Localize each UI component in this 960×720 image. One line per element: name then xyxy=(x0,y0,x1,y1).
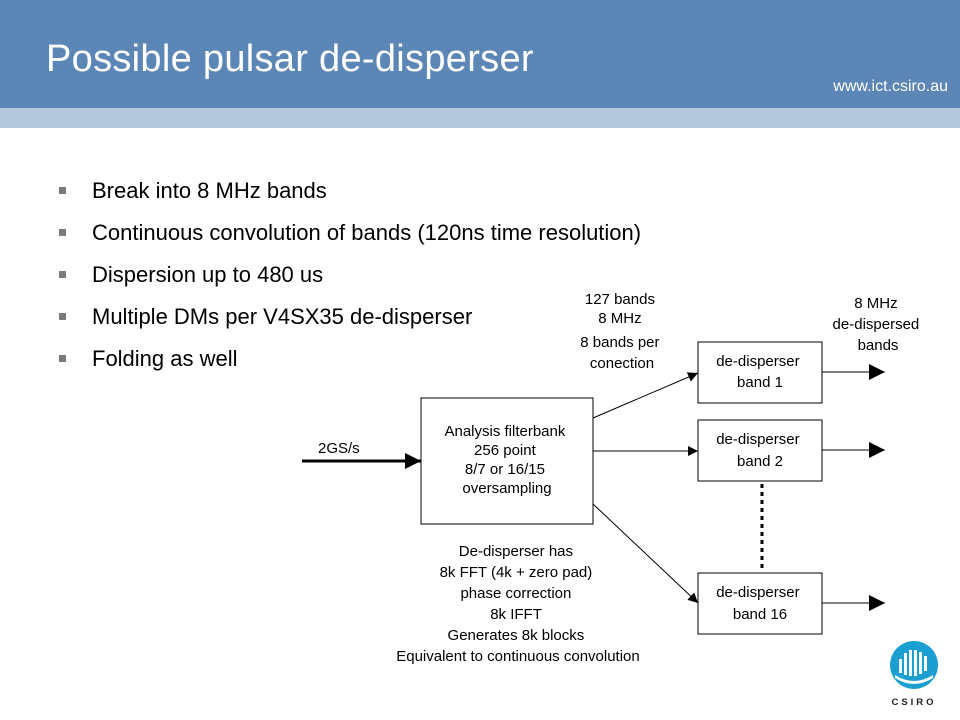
filterbank-label: Analysis filterbank 256 point 8/7 or 16/… xyxy=(444,423,569,497)
dedisperser-line: band 16 xyxy=(733,606,787,623)
bullet-marker xyxy=(59,187,66,194)
logo-text: CSIRO xyxy=(891,697,936,708)
output-note: 8 MHz de-dispersed bands xyxy=(833,295,924,354)
bullet-item: Continuous convolution of bands (120ns t… xyxy=(56,216,641,258)
filterbank-line: Analysis filterbank xyxy=(444,423,565,440)
dedisperser-box-band-2 xyxy=(697,419,823,482)
dedisperser-description: De-disperser has 8k FFT (4k + zero pad) … xyxy=(396,543,640,665)
dedisperser-line: band 1 xyxy=(737,374,783,391)
bullet-marker xyxy=(59,229,66,236)
dedisperser-label: de-disperser band 16 xyxy=(716,584,804,623)
bullet-text: Break into 8 MHz bands xyxy=(92,178,327,203)
filterbank-line: oversampling xyxy=(462,480,551,497)
filterbank-line: 256 point xyxy=(474,442,537,459)
dedisperser-line: band 2 xyxy=(737,453,783,470)
bullet-marker xyxy=(59,313,66,320)
bands-note-line: conection xyxy=(590,355,654,372)
bullet-text: Continuous convolution of bands (120ns t… xyxy=(92,220,642,245)
output-note-line: de-dispersed xyxy=(833,316,920,333)
bullet-text: Multiple DMs per V4SX35 de-disperser xyxy=(92,304,473,329)
dedisperser-line: de-disperser xyxy=(716,584,799,601)
bands-note-line: 127 bands xyxy=(585,291,655,308)
description-line: Equivalent to continuous convolution xyxy=(396,648,640,665)
slide-title: Possible pulsar de-disperser xyxy=(46,38,534,80)
filterbank-line: 8/7 or 16/15 xyxy=(465,461,545,478)
bullet-item: Break into 8 MHz bands xyxy=(56,174,641,216)
dedisperser-label: de-disperser band 1 xyxy=(716,353,804,391)
dedisperser-box-band-1 xyxy=(697,341,823,404)
logo-emblem xyxy=(895,650,933,684)
description-line: 8k FFT (4k + zero pad) xyxy=(440,564,593,581)
site-url: www.ict.csiro.au xyxy=(833,78,948,95)
output-note-line: bands xyxy=(858,337,899,354)
title-bar xyxy=(0,0,960,108)
description-line: phase correction xyxy=(460,585,571,602)
bands-note: 127 bands 8 MHz 8 bands per conection xyxy=(580,291,663,372)
description-line: Generates 8k blocks xyxy=(448,627,585,644)
bullet-text: Folding as well xyxy=(92,346,238,371)
bullet-item: Multiple DMs per V4SX35 de-disperser xyxy=(56,300,641,342)
bullet-marker xyxy=(59,271,66,278)
description-line: 8k IFFT xyxy=(490,606,542,623)
title-bar-strip xyxy=(0,108,960,128)
dedisperser-line: de-disperser xyxy=(716,353,799,370)
arrow-to-band-1 xyxy=(592,372,699,419)
bullet-list: Break into 8 MHz bands Continuous convol… xyxy=(56,174,641,384)
dedisperser-line: de-disperser xyxy=(716,431,799,448)
bullet-item: Folding as well xyxy=(56,342,641,384)
bands-note-line: 8 bands per xyxy=(580,334,659,351)
dedisperser-label: de-disperser band 2 xyxy=(716,431,804,470)
arrow-to-band-16 xyxy=(592,503,699,604)
description-line: De-disperser has xyxy=(459,543,573,560)
bullet-marker xyxy=(59,355,66,362)
bullet-item: Dispersion up to 480 us xyxy=(56,258,641,300)
dedisperser-box-band-16 xyxy=(697,572,823,635)
bullet-text: Dispersion up to 480 us xyxy=(92,262,324,287)
output-note-line: 8 MHz xyxy=(854,295,897,312)
csiro-logo: CSIRO xyxy=(890,641,938,708)
filterbank-box xyxy=(420,397,594,525)
input-rate-label: 2GS/s xyxy=(318,440,360,457)
bands-note-line: 8 MHz xyxy=(598,310,641,327)
